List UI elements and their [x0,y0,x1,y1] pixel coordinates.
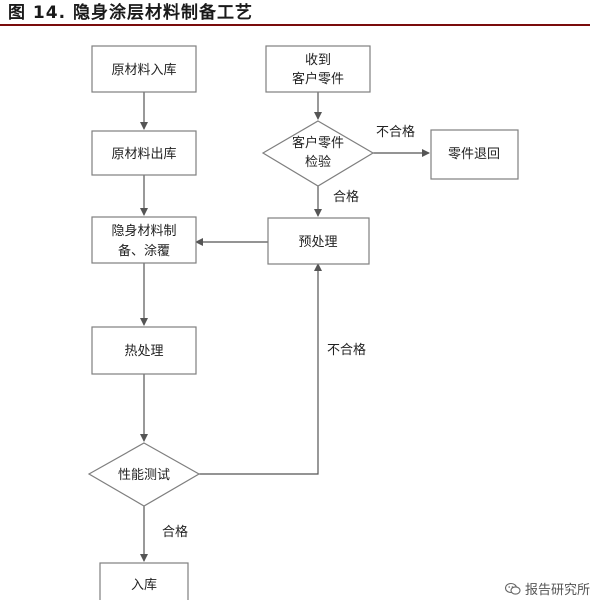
edge-label-test-fail: 不合格 [327,342,366,358]
node-label: 预处理 [298,235,337,250]
node-heat-treatment: 热处理 [91,326,197,375]
node-label: 入库 [131,577,157,593]
node-label-line1: 隐身材料制 [111,223,176,239]
edge-label-inspect-fail: 不合格 [376,124,415,140]
page-title: 图 14. 隐身涂层材料制备工艺 [8,3,253,23]
edge-test-pretreat-fail [199,263,322,475]
node-store: 入库 [99,562,189,600]
node-label-line2: 客户零件 [292,71,344,87]
node-label: 原材料入库 [111,62,176,78]
node-raw-material-out: 原材料出库 [91,130,197,176]
node-label-line2: 检验 [305,154,331,170]
node-label-line2: 备、涂覆 [118,243,170,259]
node-parts-inspection: 客户零件 检验 [261,120,375,187]
node-label: 性能测试 [118,468,170,483]
node-material-prep-coating: 隐身材料制 备、涂覆 [91,216,197,264]
node-receive-parts: 收到 客户零件 [265,45,371,93]
node-label-line1: 收到 [305,53,331,68]
node-performance-test: 性能测试 [87,442,201,507]
edge-label-test-pass: 合格 [162,524,188,540]
node-label: 热处理 [124,344,163,359]
node-pretreatment: 预处理 [267,217,370,265]
source-watermark: 报告研究所 [504,579,590,598]
node-label: 原材料出库 [111,146,176,162]
node-raw-material-in: 原材料入库 [91,45,197,93]
node-label-line1: 客户零件 [292,135,344,151]
node-parts-return: 零件退回 [430,129,519,180]
edge-label-inspect-pass: 合格 [333,189,359,205]
title-divider [0,24,590,26]
source-label: 报告研究所 [524,583,590,598]
wechat-icon [504,582,521,595]
node-label: 零件退回 [448,147,500,162]
